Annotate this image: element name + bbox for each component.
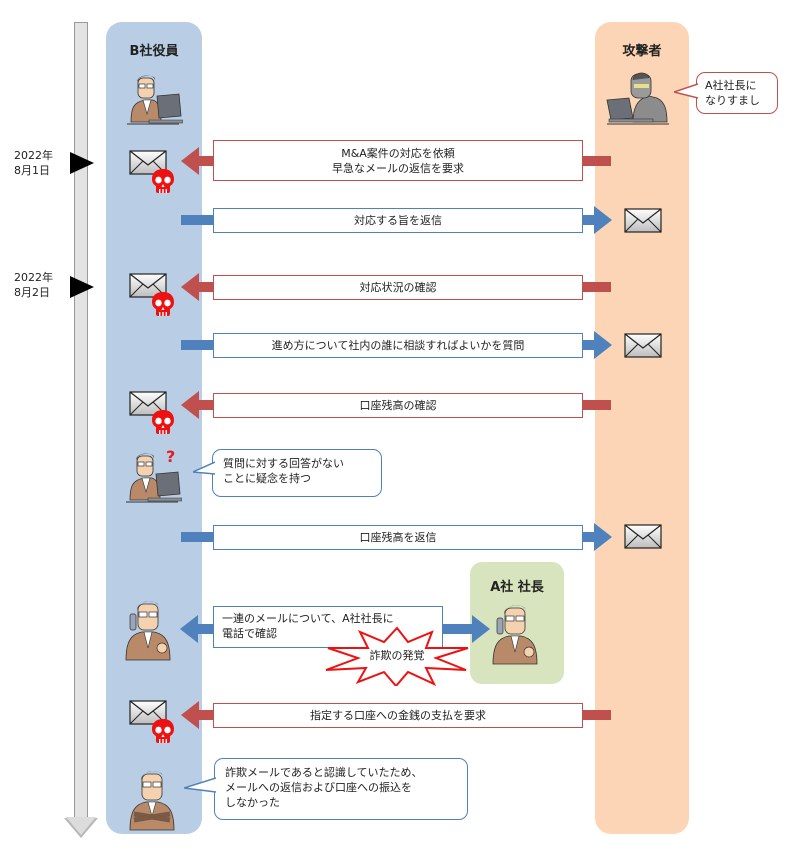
lane-attacker-title: 攻撃者 [622, 44, 662, 59]
callout-tail [193, 461, 215, 475]
skull-icon [150, 409, 176, 435]
arrow-shaft-blue [197, 624, 213, 634]
date-day: 8月1日 [14, 164, 50, 177]
arrow-shaft-red [198, 282, 214, 292]
skull-icon [150, 168, 176, 194]
message-question: 進め方について社内の誰に相談すればよいかを質問 [213, 333, 583, 358]
attacker-at-laptop-icon [603, 66, 673, 126]
callout-line: ことに疑念を持つ [223, 472, 311, 485]
doubt-callout: 質問に対する回答がない ことに疑念を持つ [212, 449, 382, 497]
arrow-left-red-icon [181, 391, 199, 419]
date-marker-icon [70, 152, 94, 174]
arrow-tail-blue [181, 215, 213, 225]
arrow-left-blue-icon [180, 615, 198, 643]
arrow-left-red-icon [181, 273, 199, 301]
final-outcome-callout: 詐欺メールであると認識していたため、 メールへの返信および口座への振込を しなか… [214, 758, 468, 820]
callout-line: 電話で確認 [222, 627, 277, 640]
ceo-on-phone-icon [485, 596, 545, 666]
arrow-right-blue-icon [472, 615, 490, 643]
arrow-shaft-red [198, 400, 214, 410]
date-marker-icon [70, 276, 94, 298]
arrow-tail-red [583, 156, 611, 166]
message-text: 早急なメールの返信を要求 [332, 161, 464, 175]
message-request-ma: M&A案件の対応を依頼 早急なメールの返信を要求 [213, 140, 583, 181]
arrow-tail-blue [181, 340, 213, 350]
arrow-right-blue-icon [594, 331, 612, 359]
callout-line: 詐欺メールであると認識していたため、 [225, 766, 423, 779]
callout-line: A社社長に [705, 79, 757, 92]
skull-icon [150, 718, 176, 744]
message-status-check: 対応状況の確認 [213, 275, 583, 300]
lane-ceo-title: A社 社長 [490, 580, 544, 595]
callout-tail [674, 83, 698, 99]
arrow-right-blue-icon [594, 206, 612, 234]
lane-victim-title: B社役員 [129, 44, 179, 59]
date-year: 2022年 [14, 271, 53, 284]
date-label-1: 2022年 8月1日 [14, 148, 74, 178]
arrow-tail-red [583, 710, 611, 720]
callout-line: しなかった [225, 796, 280, 809]
fraud-discovered-burst-icon [325, 626, 469, 686]
message-text: 口座残高を返信 [359, 531, 437, 544]
callout-line: メールへの返信および口座への振込を [225, 781, 412, 794]
executive-at-laptop-icon [123, 70, 183, 126]
date-year: 2022年 [14, 149, 53, 162]
message-text: 指定する口座への金銭の支払を要求 [310, 709, 486, 722]
arrow-shaft-blue [583, 215, 595, 225]
arrow-shaft-red [198, 710, 214, 720]
arrow-tail-red [583, 400, 611, 410]
message-text: 対応する旨を返信 [354, 214, 442, 227]
message-text: 進め方について社内の誰に相談すればよいかを質問 [271, 339, 525, 352]
timeline-arrowhead-fill [66, 817, 96, 835]
arrow-tail-blue [181, 532, 213, 542]
fraud-discovered-label: 詐欺の発覚 [369, 649, 425, 662]
callout-line: 一連のメールについて、A社社長に [222, 612, 394, 625]
arrow-right-blue-icon [594, 523, 612, 551]
executive-arms-crossed-icon [122, 762, 182, 832]
arrow-shaft-blue [443, 624, 473, 634]
message-balance-check: 口座残高の確認 [213, 393, 583, 418]
message-payment-demand: 指定する口座への金銭の支払を要求 [213, 703, 583, 728]
callout-tail [184, 777, 216, 793]
envelope-icon [624, 208, 662, 233]
arrow-left-red-icon [181, 147, 199, 175]
date-label-2: 2022年 8月2日 [14, 270, 74, 300]
arrow-shaft-red [198, 156, 214, 166]
date-day: 8月2日 [14, 286, 50, 299]
skull-icon [150, 291, 176, 317]
message-text: 口座残高の確認 [359, 399, 437, 412]
callout-line: なりすまし [705, 94, 760, 107]
envelope-icon [624, 524, 662, 549]
envelope-icon [624, 333, 662, 358]
arrow-shaft-blue [583, 532, 595, 542]
message-balance-reply: 口座残高を返信 [213, 525, 583, 550]
message-text: M&A案件の対応を依頼 [341, 146, 455, 160]
impersonation-callout: A社社長に なりすまし [696, 72, 778, 114]
message-text: 対応状況の確認 [359, 281, 437, 294]
arrow-left-red-icon [181, 701, 199, 729]
question-mark-icon: ? [166, 447, 176, 466]
message-reply-accept: 対応する旨を返信 [213, 208, 583, 233]
timeline-bar [74, 22, 88, 820]
arrow-shaft-blue [583, 340, 595, 350]
executive-on-phone-icon [118, 592, 178, 662]
callout-line: 質問に対する回答がない [223, 457, 344, 470]
arrow-tail-red [583, 282, 611, 292]
